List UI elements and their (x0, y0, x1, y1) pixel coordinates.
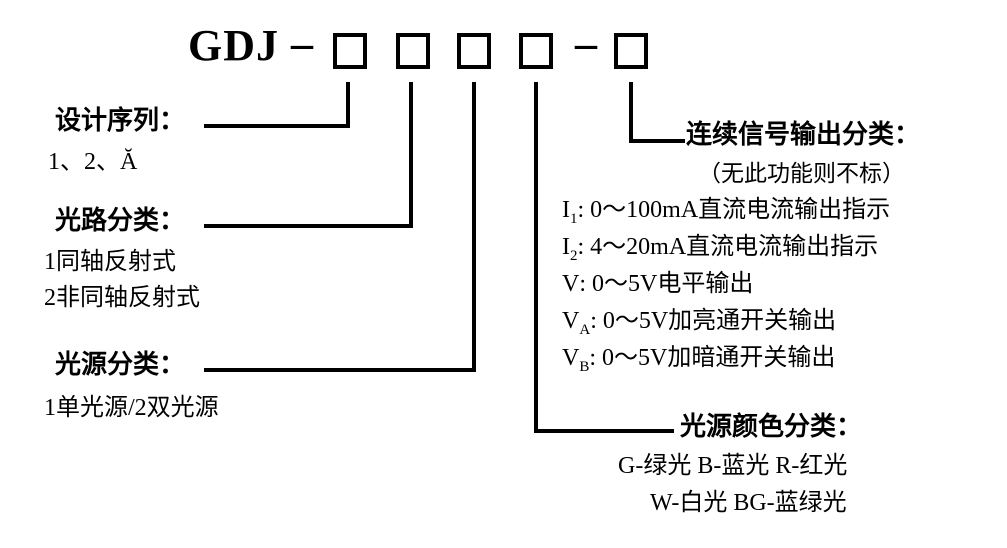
signal-description: : 0～5V加亮通开关输出 (590, 308, 837, 334)
signal-symbol: I (562, 234, 570, 260)
model-prefix: GDJ (188, 21, 279, 70)
model-digit-box-1 (333, 33, 367, 69)
connector-line-optical-path (204, 82, 413, 228)
signal-symbol: I (562, 197, 570, 223)
signal-description: : 0～5V电平输出 (579, 271, 754, 297)
model-separator-2: – (575, 19, 597, 68)
model-digit-box-4 (519, 33, 553, 69)
signal-description: : 4～20mA直流电流输出指示 (577, 234, 879, 260)
model-digit-box-2 (396, 33, 430, 69)
connector-line-signal-output (629, 82, 685, 143)
signal-subscript: A (579, 321, 591, 338)
optical-path-option-2: 2非同轴反射式 (44, 285, 200, 311)
signal-subscript: B (579, 358, 590, 375)
light-color-heading: 光源颜色分类： (680, 412, 863, 441)
signal-output-option-v: V: 0～5V电平输出 (562, 270, 753, 298)
model-digit-box-3 (457, 33, 491, 69)
signal-output-option-i1: I1: 0～100mA直流电流输出指示 (562, 196, 891, 227)
signal-output-option-vb: VB: 0～5V加暗通开关输出 (562, 344, 836, 375)
light-source-options: 1单光源/2双光源 (44, 395, 219, 421)
model-digit-box-5 (614, 33, 648, 69)
model-separator-1: – (291, 19, 313, 68)
signal-output-option-va: VA: 0～5V加亮通开关输出 (562, 307, 837, 338)
connector-line-light-source (204, 82, 476, 372)
design-series-heading: 设计序列： (55, 106, 186, 135)
light-color-option-1: G-绿光 B-蓝光 R-红光 (618, 453, 848, 479)
light-source-heading: 光源分类： (55, 350, 186, 379)
optical-path-option-1: 1同轴反射式 (44, 249, 176, 275)
signal-symbol: V (562, 308, 580, 334)
signal-subscript: 1 (570, 210, 578, 227)
signal-symbol: V (562, 345, 580, 371)
signal-symbol: V (562, 271, 580, 297)
signal-subscript: 2 (570, 247, 578, 264)
design-series-options: 1、2、Ă (48, 149, 138, 175)
connector-line-design-series (204, 82, 350, 128)
optical-path-heading: 光路分类： (55, 206, 186, 235)
signal-output-option-i2: I2: 4～20mA直流电流输出指示 (562, 233, 879, 264)
connector-line-light-color (534, 82, 674, 433)
signal-description: : 0～5V加暗通开关输出 (589, 345, 836, 371)
signal-description: : 0～100mA直流电流输出指示 (577, 197, 891, 223)
signal-output-note: （无此功能则不标） (698, 161, 905, 186)
signal-output-heading: 连续信号输出分类： (686, 120, 921, 149)
light-color-option-2: W-白光 BG-蓝绿光 (650, 490, 847, 516)
